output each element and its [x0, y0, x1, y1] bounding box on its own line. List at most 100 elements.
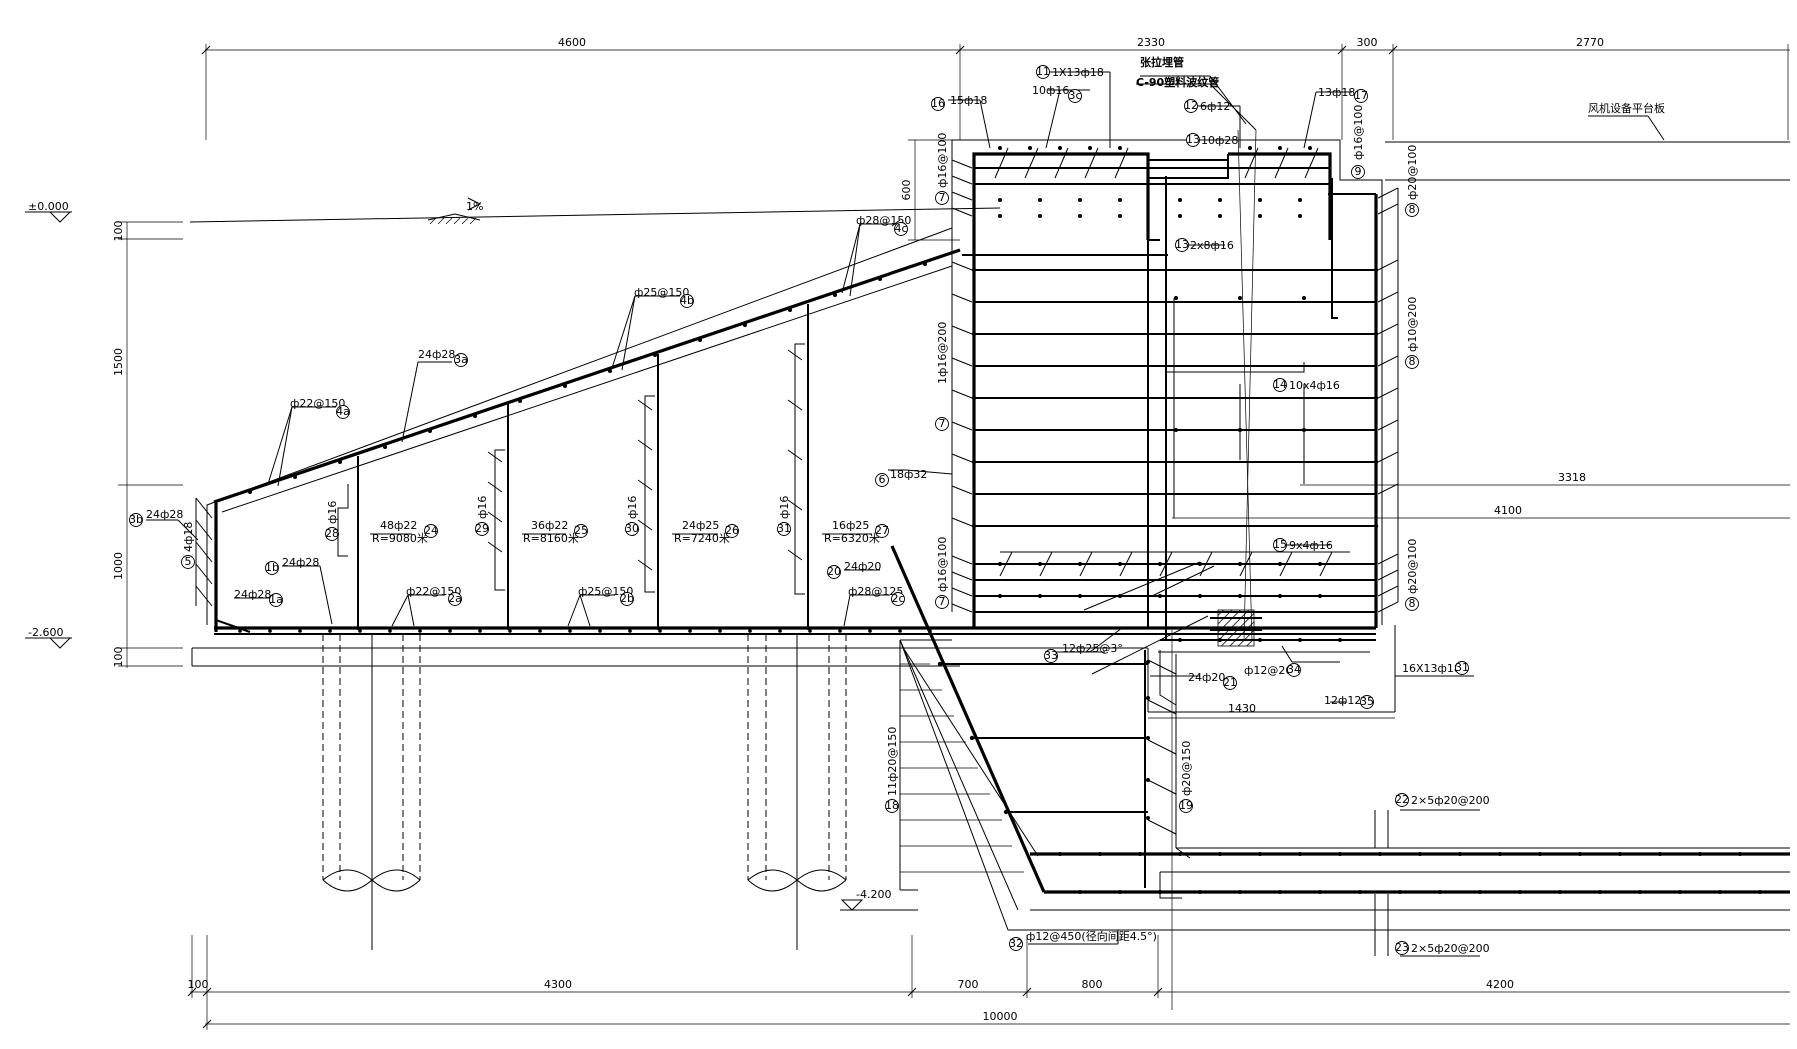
- callout-22: 2×5ф20@200: [1411, 794, 1490, 807]
- dim-bottom-4: 800: [1082, 978, 1103, 991]
- callout-3b: 24ф28: [146, 508, 183, 521]
- sloped-bar-dots: [248, 262, 927, 494]
- callout-32: ф12@450(径向间距4.5°): [1026, 929, 1157, 943]
- leader-lines: [146, 71, 1480, 957]
- callout-21: 24ф20: [1188, 671, 1225, 684]
- dim-left-2: 1500: [112, 348, 125, 376]
- dim-left-1: 100: [112, 221, 125, 242]
- callout-23: 2×5ф20@200: [1411, 942, 1490, 955]
- callout-15: 9x4ф16: [1289, 539, 1333, 552]
- dim-overall: 10000: [983, 1010, 1018, 1023]
- dim-bottom-2: 4300: [544, 978, 572, 991]
- mark-8-top: 8: [1409, 203, 1416, 216]
- mark-13: 13: [1186, 133, 1200, 146]
- top-dimension-chain: 4600 2330 300 2770: [201, 36, 1790, 140]
- mark-12: 12: [1184, 99, 1198, 112]
- block-side-ticks: [951, 159, 1399, 613]
- left-dimension-chain: 100 1500 1000 100: [112, 221, 183, 668]
- callout-18: 11ф20@150: [886, 727, 899, 796]
- dim-600: 600: [900, 180, 913, 201]
- mark-2a: 2a: [448, 592, 462, 605]
- dim-left-3: 1000: [112, 552, 125, 580]
- callout-8-bottom: ф20@100: [1406, 539, 1419, 594]
- callout-27-radius: R=6320米: [824, 532, 880, 545]
- mark-17: 17: [1354, 89, 1368, 102]
- mark-25: 25: [574, 524, 588, 537]
- mark-34: 34: [1287, 663, 1301, 676]
- mark-4a: 4a: [336, 405, 350, 418]
- mark-4b: 4b: [680, 294, 694, 307]
- mark-13-prime: 13: [1175, 238, 1189, 251]
- mark-30: 30: [625, 522, 639, 535]
- callout-20: 24ф20: [844, 560, 881, 573]
- callout-30: ф16: [626, 496, 639, 519]
- lower-step-reinforcement: [1144, 638, 1376, 888]
- callout-8-mid: ф10@200: [1406, 297, 1419, 352]
- mark-5: 5: [185, 555, 192, 568]
- mark-24: 24: [424, 524, 438, 537]
- elevation-bottom: -4.200: [856, 888, 891, 901]
- elevation-top: ±0.000: [28, 200, 69, 213]
- mark-7-top: 7: [939, 191, 946, 204]
- callout-3a: 24ф28: [418, 348, 455, 361]
- callout-16: 15ф18: [950, 94, 987, 107]
- pile-left: [322, 634, 421, 950]
- callout-24: 48ф22: [380, 519, 417, 532]
- callout-25-radius: R=8160米: [523, 532, 579, 545]
- block-dots: [971, 146, 1379, 598]
- elevation-markers: ±0.000 -2.600 -4.200: [25, 200, 918, 911]
- web-bars: [337, 304, 809, 630]
- callout-33: 12ф25@3°: [1062, 642, 1123, 655]
- dim-bottom-5: 4200: [1486, 978, 1514, 991]
- bottom-bar-dots: [238, 629, 932, 633]
- slope-label: 1%: [466, 200, 483, 213]
- block-horizontal-bars: [974, 269, 1376, 613]
- base-slab: [191, 139, 1396, 713]
- callout-10: 10ф16: [1032, 84, 1069, 97]
- mark-27: 27: [875, 524, 889, 537]
- callout-5: 4ф18: [182, 522, 195, 552]
- ground-surface: 1%: [189, 141, 1790, 225]
- mark-29: 29: [475, 522, 489, 535]
- mark-4c: 4c: [894, 222, 907, 235]
- callout-13: 10ф28: [1201, 134, 1238, 147]
- mark-7-mid: 7: [939, 417, 946, 430]
- mark-21: 21: [1223, 676, 1237, 689]
- callout-35: 12ф12: [1324, 694, 1361, 707]
- callout-7-mid: 1ф16@200: [936, 322, 949, 384]
- mark-28: 28: [325, 527, 339, 540]
- mark-26: 26: [725, 524, 739, 537]
- duct-label-1: 张拉埋管: [1140, 55, 1184, 69]
- mark-9: 9: [1355, 165, 1362, 178]
- callout-7-bottom: ф16@100: [936, 537, 949, 592]
- callout-29: ф16: [476, 496, 489, 519]
- mark-33: 33: [1044, 649, 1058, 662]
- mark-16: 16: [931, 97, 945, 110]
- pier-block-reinforcement: [962, 129, 1378, 1010]
- callout-27: 16ф25: [832, 519, 869, 532]
- mark-32: 32: [1009, 937, 1023, 950]
- pile-right: [747, 634, 847, 950]
- callout-1a: 24ф28: [234, 588, 271, 601]
- dim-top-1: 4600: [558, 36, 586, 49]
- mark-1a: 1a: [269, 593, 283, 606]
- mark-6: 6: [879, 473, 886, 486]
- platform-label: 风机设备平台板: [1588, 101, 1665, 115]
- callout-9: ф16@100: [1352, 105, 1365, 160]
- dim-4100: 4100: [1494, 504, 1522, 517]
- mark-23: 23: [1395, 941, 1409, 954]
- dim-top-3: 300: [1357, 36, 1378, 49]
- callout-12: 6ф12: [1200, 100, 1230, 113]
- callout-3d: 16X13ф18: [1402, 662, 1461, 675]
- mark-20: 20: [827, 565, 841, 578]
- mark-3a: 3a: [454, 353, 468, 366]
- callout-26-radius: R=7240米: [674, 532, 730, 545]
- mark-2c: 2c: [891, 592, 904, 605]
- lower-slab: [1008, 847, 1790, 931]
- mark-8-mid: 8: [1409, 355, 1416, 368]
- callout-17: 13ф18: [1318, 86, 1355, 99]
- mark-3c: 3c: [1068, 89, 1081, 102]
- mark-35: 35: [1360, 695, 1374, 708]
- dim-top-2: 2330: [1137, 36, 1165, 49]
